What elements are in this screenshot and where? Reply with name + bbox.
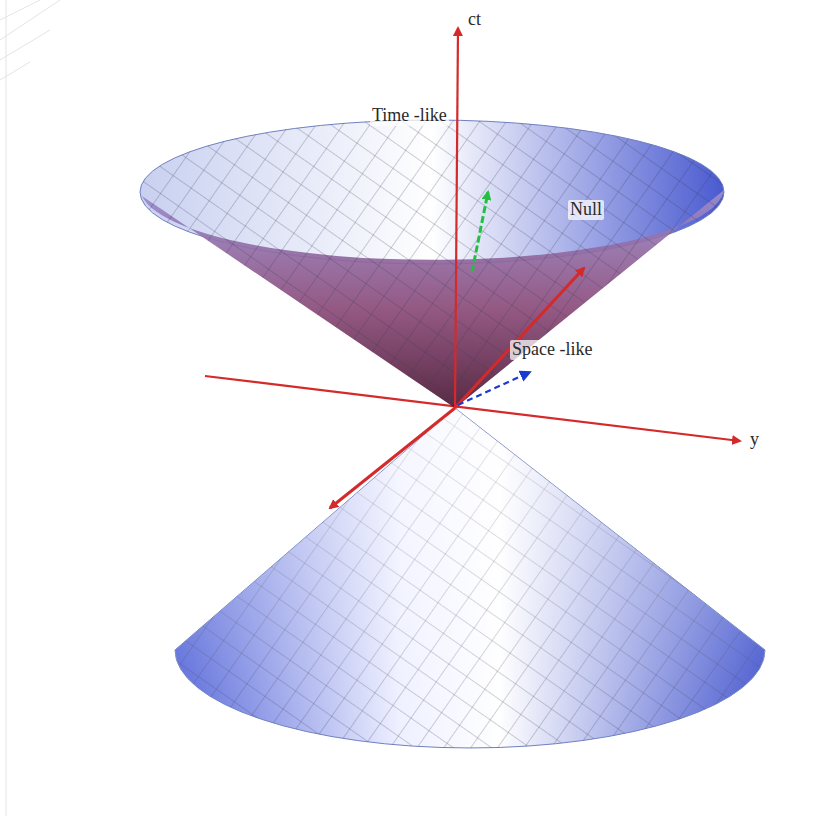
page-texture <box>0 0 60 816</box>
future-cone <box>142 190 724 408</box>
timelike-vector <box>472 192 488 272</box>
past-cone-mesh <box>175 408 765 748</box>
spacelike-vector <box>458 372 530 405</box>
past-cone <box>175 408 765 748</box>
axis-label: y <box>748 430 761 450</box>
null-vector <box>455 268 584 408</box>
vector-label: Time -like <box>370 106 449 126</box>
vector-label: Space -like <box>510 340 594 360</box>
axis-label: ct <box>466 10 483 30</box>
ct-axis <box>455 28 458 408</box>
null-vector-past <box>330 408 455 508</box>
vector-label: Null <box>568 200 604 220</box>
future-cone-mesh <box>142 190 724 408</box>
past-cone-shade <box>175 408 765 748</box>
